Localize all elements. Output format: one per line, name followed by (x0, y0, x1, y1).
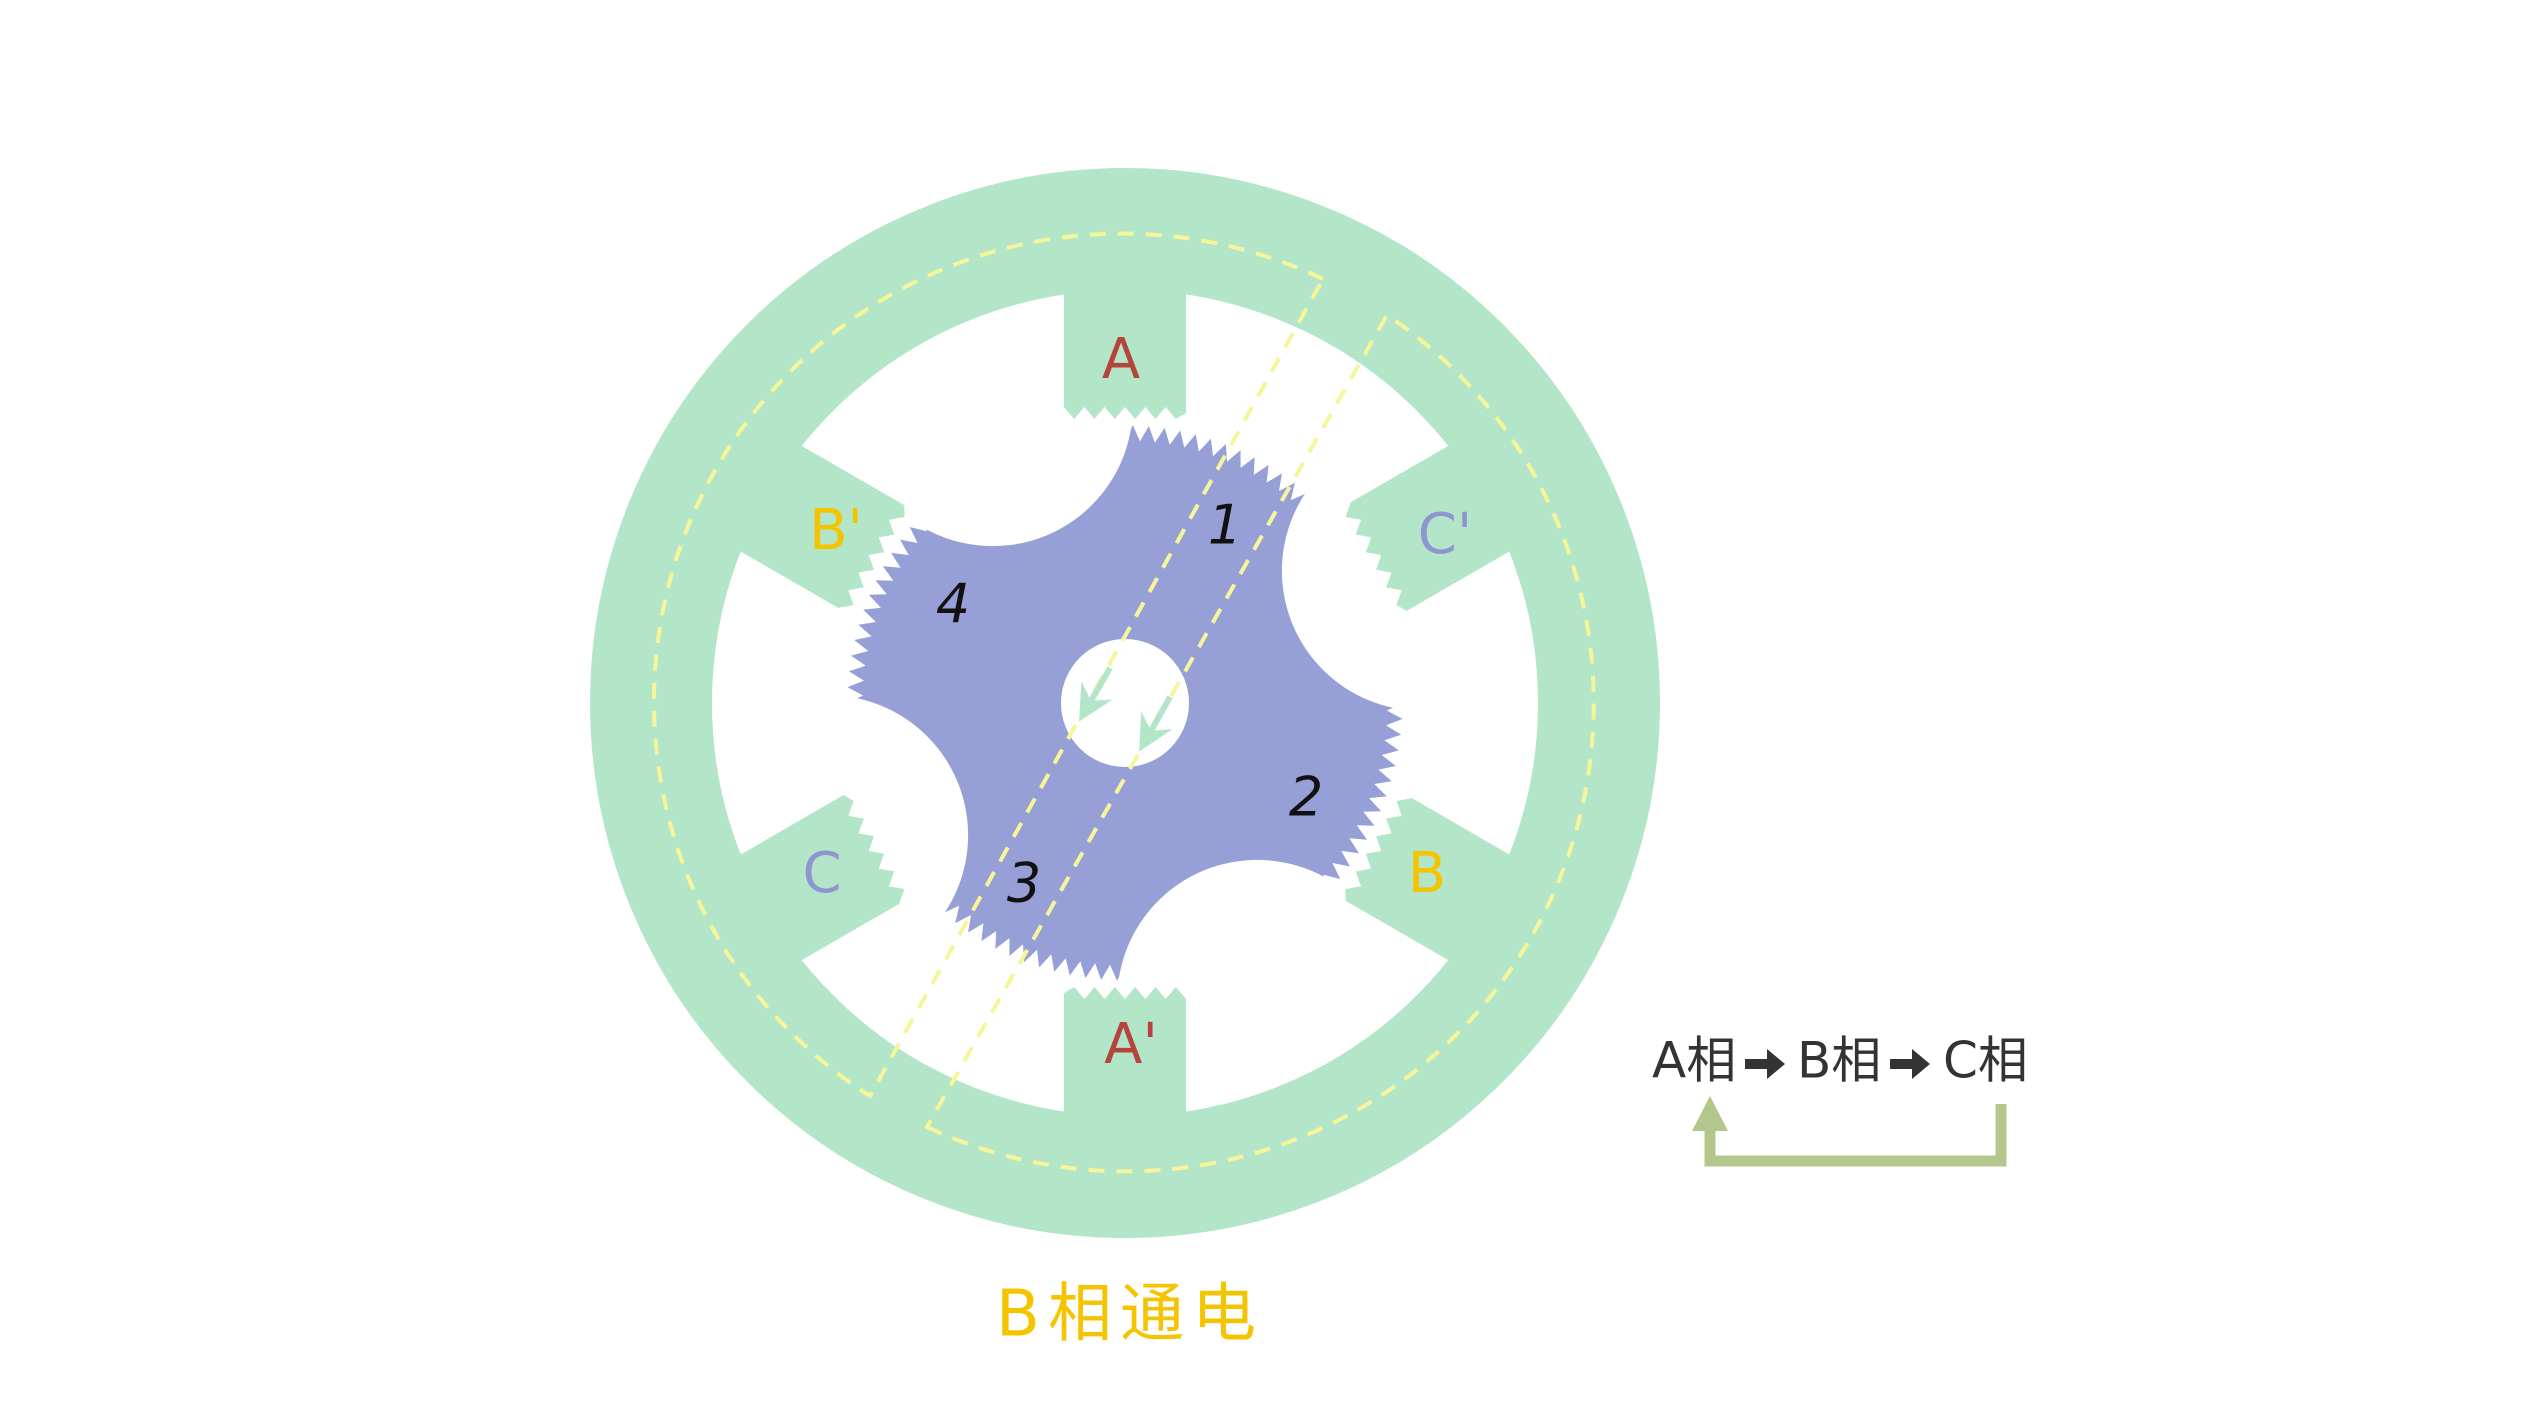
loop-back-arrowhead-icon (1692, 1096, 1728, 1131)
legend-phase-b: B相 (1797, 1032, 1881, 1090)
legend-phase-c: C相 (1943, 1032, 2028, 1090)
pole-label-b: B (1408, 841, 1446, 906)
flux-path-right (924, 312, 1596, 1174)
stator-poles (713, 263, 1537, 1143)
arrow-right-icon (1890, 1049, 1930, 1079)
stator-ring (590, 168, 1660, 1238)
pole-label-c: C (802, 841, 841, 906)
stator-pole-c (713, 795, 905, 976)
legend-phase-a: A相 (1652, 1032, 1736, 1090)
flux-path-left (652, 231, 1326, 1099)
pole-label-c-prime: C' (1418, 502, 1473, 567)
flux-arrow-icon (1078, 666, 1113, 722)
phase-sequence-legend: A相 B相 C相 (1652, 1032, 2028, 1167)
rotor-tooth-label-1: 1 (1208, 494, 1242, 557)
pole-label-a-prime: A' (1104, 1012, 1158, 1077)
stator-pole-a (1064, 263, 1186, 419)
pole-label-a: A (1102, 327, 1140, 392)
rotor-tooth-label-2: 2 (1289, 766, 1323, 829)
rotor-tooth-label-4: 4 (936, 573, 970, 636)
pole-label-b-prime: B' (809, 498, 863, 563)
rotor-tooth-label-3: 3 (1007, 852, 1041, 915)
stator-pole-b-prime (713, 430, 905, 608)
loop-back-arrow-icon (1704, 1104, 2007, 1167)
stator-pole-b (1345, 798, 1537, 976)
rotor (847, 425, 1403, 981)
caption-energized-phase: B相通电 (996, 1278, 1264, 1352)
stator-pole-c-prime (1345, 430, 1537, 611)
arrow-right-icon (1745, 1049, 1785, 1079)
flux-arrow-icon (1139, 695, 1173, 752)
stator-pole-a-prime (1064, 987, 1186, 1143)
